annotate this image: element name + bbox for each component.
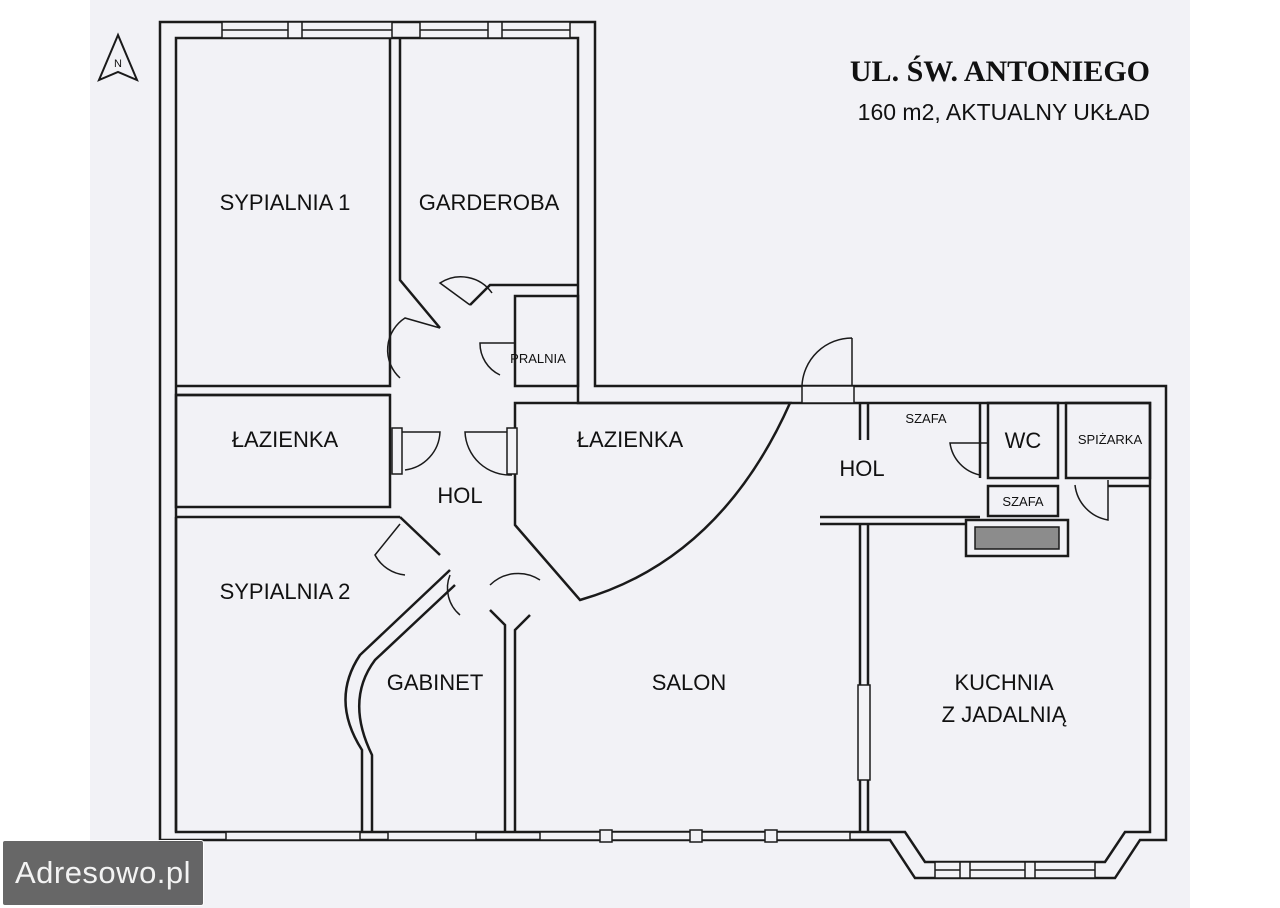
room-label-lazienka-center: ŁAZIENKA [577,427,684,452]
room-label-lazienka-left: ŁAZIENKA [232,427,339,452]
room-labels: SYPIALNIA 1 GARDEROBA PRALNIA ŁAZIENKA H… [220,190,1143,727]
doors [374,276,1109,616]
room-label-szafa-bottom: SZAFA [1002,494,1044,509]
room-label-z-jadalnia: Z JADALNIĄ [942,702,1067,727]
kitchen-appliance [974,526,1060,550]
door-salon [489,572,541,586]
room-label-pralnia: PRALNIA [510,351,566,366]
windows [221,21,1096,879]
door-lazienka-center [464,431,513,476]
compass-letter: N [114,58,122,70]
room-label-spizarka: SPIŻARKA [1078,432,1143,447]
door-pralnia [479,342,515,376]
interior-glass-partition [857,684,871,781]
door-gabinet [446,574,461,616]
room-label-garderoba: GARDEROBA [419,190,560,215]
door-lazienka-left [400,431,441,471]
north-arrow-icon: N [97,32,139,82]
door-spizarka [1074,480,1109,521]
room-label-sypialnia-1: SYPIALNIA 1 [220,190,351,215]
plan-title: UL. ŚW. ANTONIEGO [850,55,1150,88]
room-label-gabinet: GABINET [387,670,484,695]
room-label-sypialnia-2: SYPIALNIA 2 [220,579,351,604]
room-label-hol-right: HOL [839,456,884,481]
plan-subtitle: 160 m2, AKTUALNY UKŁAD [858,99,1150,125]
room-label-salon: SALON [652,670,727,695]
watermark-logo: Adresowo.pl [2,840,204,906]
door-szafa [949,442,988,476]
door-sypialnia1 [386,317,441,379]
door-sypialnia2 [374,523,406,576]
room-label-szafa-top: SZAFA [905,411,947,426]
room-label-wc: WC [1005,428,1042,453]
room-label-kuchnia: KUCHNIA [954,670,1053,695]
room-label-hol-center: HOL [437,483,482,508]
door-garderoba [438,276,493,306]
